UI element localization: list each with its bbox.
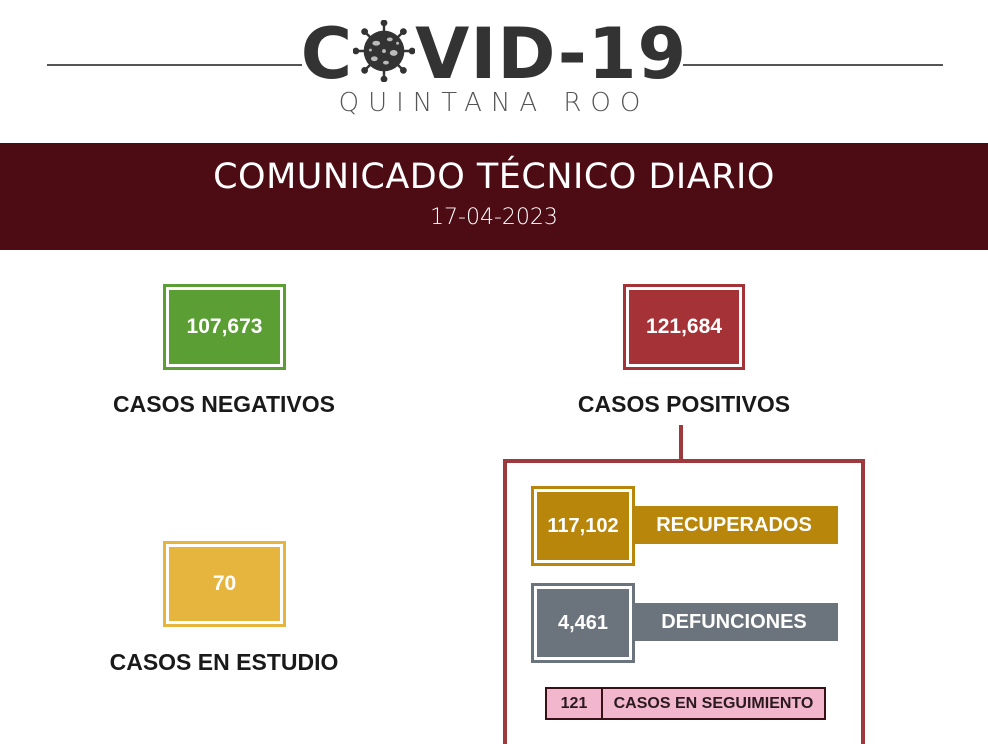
region-subtitle: QUINTANA ROO	[338, 88, 650, 118]
deaths-box: 4,461	[531, 583, 635, 663]
report-title: COMUNICADO TÉCNICO DIARIO	[213, 157, 775, 197]
report-date: 17-04-2023	[430, 205, 558, 230]
study-cases-label: CASOS EN ESTUDIO	[109, 649, 339, 675]
logo-text-prefix: C	[300, 13, 354, 95]
recovered-box: 117,102	[531, 486, 635, 566]
title-banner: COMUNICADO TÉCNICO DIARIO 17-04-2023	[0, 143, 988, 250]
positive-cases-value: 121,684	[629, 290, 739, 364]
deaths-label: DEFUNCIONES	[630, 603, 838, 641]
follow-up-cases-box: 121 CASOS EN SEGUIMIENTO	[545, 687, 826, 720]
deaths-value: 4,461	[537, 589, 629, 657]
negative-cases-box: 107,673	[163, 284, 286, 370]
negative-cases-value: 107,673	[169, 290, 280, 364]
study-cases-box: 70	[163, 541, 286, 627]
logo-text-suffix: VID-19	[415, 13, 688, 95]
virus-icon	[353, 20, 416, 82]
study-cases-value: 70	[169, 547, 280, 621]
header-divider-right	[683, 64, 943, 66]
follow-up-cases-value: 121	[547, 689, 603, 718]
negative-cases-label: CASOS NEGATIVOS	[113, 391, 335, 417]
positive-connector-line	[679, 425, 683, 461]
follow-up-cases-label: CASOS EN SEGUIMIENTO	[613, 694, 814, 712]
header-divider-left	[47, 64, 302, 66]
positive-cases-box: 121,684	[623, 284, 745, 370]
covid-logo: C VID-19	[0, 14, 988, 94]
positive-breakdown-panel	[503, 459, 865, 744]
positive-cases-label: CASOS POSITIVOS	[577, 391, 791, 417]
recovered-label: RECUPERADOS	[630, 506, 838, 544]
recovered-value: 117,102	[537, 492, 629, 560]
